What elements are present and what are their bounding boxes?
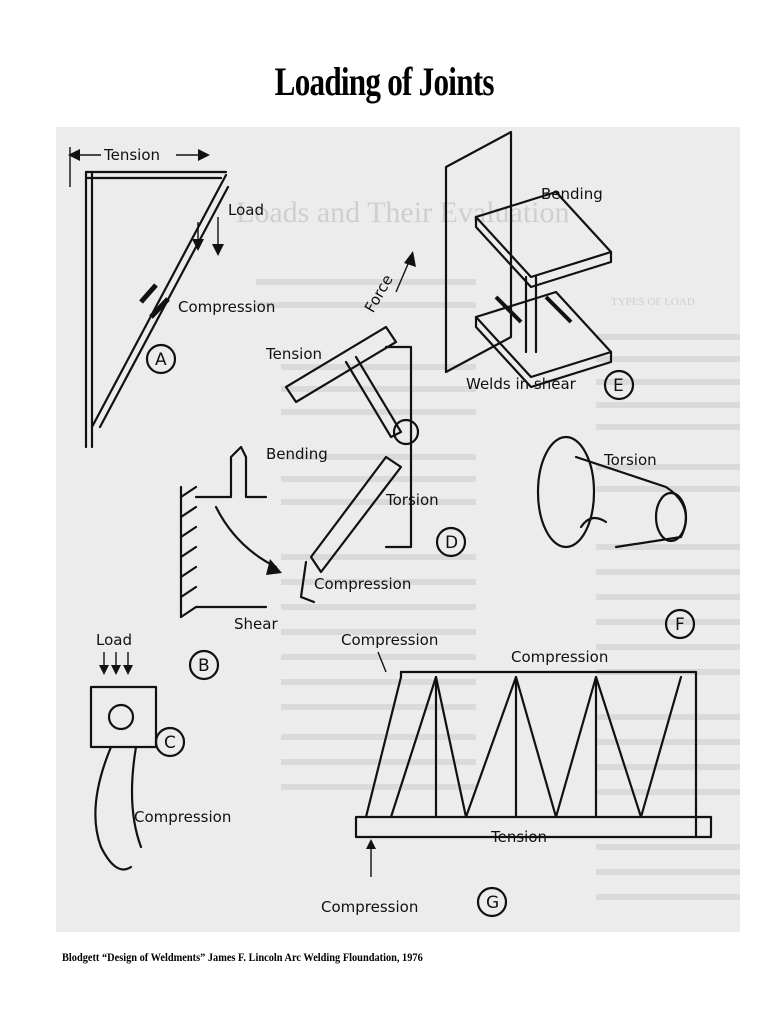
joint-f: Torsion F [536, 435, 696, 640]
svg-text:Compression: Compression [314, 575, 411, 593]
svg-text:B: B [198, 656, 210, 676]
svg-text:G: G [486, 893, 499, 913]
figure-caption: Blodgett “Design of Weldments” James F. … [62, 952, 423, 964]
svg-text:Bending: Bending [541, 185, 603, 203]
joint-g: Compression Compression Tension Compress… [321, 631, 713, 918]
joint-e: Bending Welds in shear E [444, 130, 635, 401]
svg-text:C: C [164, 733, 176, 753]
svg-text:Loads and Their Evaluation: Loads and Their Evaluation [236, 196, 570, 229]
svg-text:D: D [445, 533, 458, 553]
svg-text:E: E [613, 376, 624, 396]
joint-loading-figure: Loads and Their Evaluation TYPES OF LOAD [56, 127, 740, 932]
joint-c: Load Compression C [89, 631, 231, 871]
joint-d: Tension Bending Torsion Force Compressio… [265, 251, 467, 604]
svg-text:Compression: Compression [134, 808, 231, 826]
svg-text:Compression: Compression [511, 648, 608, 666]
background-text: Loads and Their Evaluation TYPES OF LOAD [236, 196, 740, 900]
svg-text:Compression: Compression [321, 898, 418, 916]
svg-text:Bending: Bending [266, 445, 328, 463]
svg-text:F: F [675, 615, 685, 635]
svg-text:Shear: Shear [234, 615, 278, 633]
svg-text:Torsion: Torsion [603, 451, 657, 469]
svg-text:Load: Load [228, 201, 264, 219]
page-title: Loading of Joints [274, 59, 495, 104]
svg-text:A: A [155, 350, 167, 370]
svg-text:Tension: Tension [265, 345, 322, 363]
joint-b: Shear B [179, 445, 282, 681]
svg-text:Welds in shear: Welds in shear [466, 375, 577, 393]
svg-text:Torsion: Torsion [385, 491, 439, 509]
svg-text:Load: Load [96, 631, 132, 649]
svg-text:Force: Force [361, 272, 397, 316]
svg-text:Tension: Tension [490, 828, 547, 846]
svg-text:TYPES OF LOAD: TYPES OF LOAD [611, 296, 695, 308]
svg-text:Tension: Tension [103, 146, 160, 164]
joint-a: Tension Load Compression A [68, 146, 275, 449]
svg-text:Compression: Compression [178, 298, 275, 316]
joint-loading-diagram: Loads and Their Evaluation TYPES OF LOAD [68, 130, 740, 918]
svg-text:Compression: Compression [341, 631, 438, 649]
